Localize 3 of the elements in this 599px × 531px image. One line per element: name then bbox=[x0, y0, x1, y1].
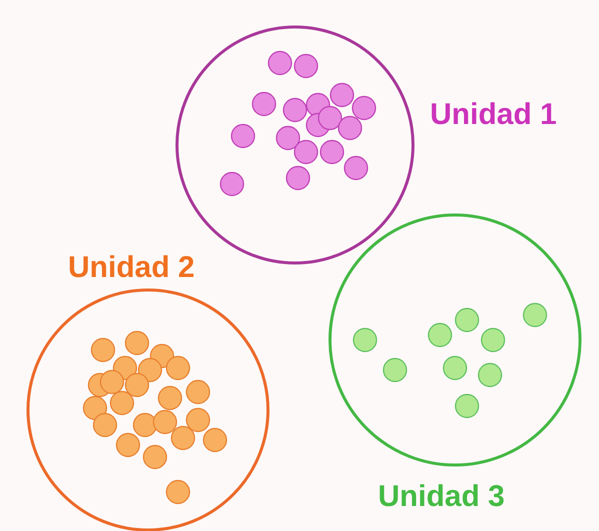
unit-label: Unidad 3 bbox=[378, 480, 505, 514]
unit-label: Unidad 2 bbox=[68, 251, 195, 285]
unit-label: Unidad 1 bbox=[430, 98, 557, 132]
